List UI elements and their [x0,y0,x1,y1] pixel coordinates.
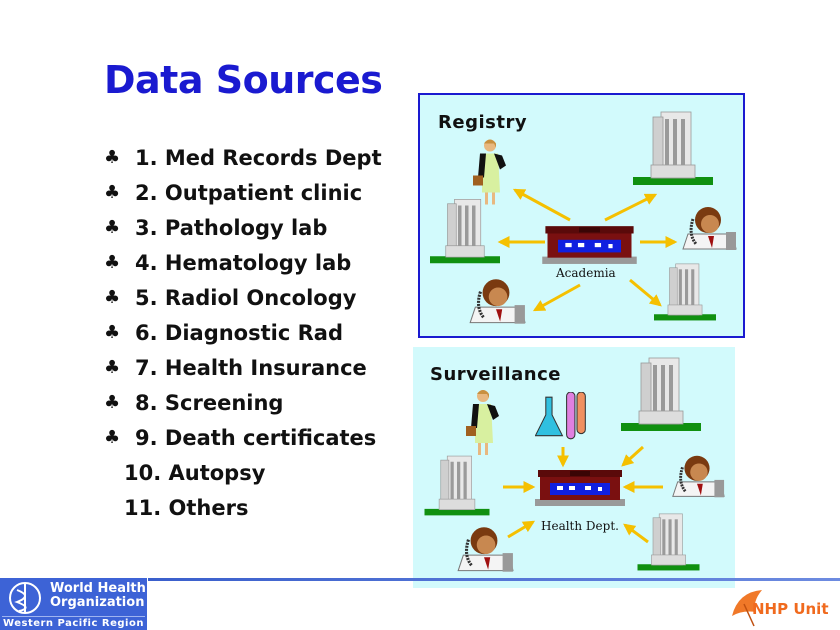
surveillance-arrows [503,445,663,544]
surveillance-diagram: Surveillance Health Dept. [413,347,735,588]
hospital-building-icon [621,357,701,432]
nhp-unit-label: NHP Unit [752,600,829,618]
health-dept-label: Health Dept. [541,519,619,533]
club-bullet-icon: ♣ [104,322,121,343]
person-on-phone-icon [456,525,515,574]
list-item: ♣ 3. Pathology lab [104,210,382,245]
list-item-label: 8. Screening [135,390,284,415]
registry-title: Registry [438,112,528,133]
list-item: ♣ 9. Death certificates [104,420,382,455]
test-tubes-icon [535,392,586,440]
list-item-label: 4. Hematology lab [135,250,352,275]
slide-title: Data Sources [104,58,383,102]
registry-artwork [429,111,738,326]
club-bullet-icon: ♣ [104,427,121,448]
who-region: Western Pacific Region [2,616,145,629]
who-emblem-icon [9,582,41,614]
club-bullet-icon: ♣ [104,287,121,308]
academia-label: Academia [556,266,616,280]
woman-icon [466,390,499,455]
who-line2: Organization [50,595,145,610]
club-bullet-icon: ♣ [104,182,121,203]
list-item: ♣ 5. Radiol Oncology [104,280,382,315]
list-item-label: 1. Med Records Dept [135,145,382,170]
list-item-label: 5. Radiol Oncology [135,285,357,310]
club-bullet-icon: ♣ [104,392,121,413]
data-sources-list: ♣ 1. Med Records Dept ♣ 2. Outpatient clin… [104,140,382,525]
list-item-label: 6. Diagnostic Rad [135,320,343,345]
surveillance-title: Surveillance [430,364,561,385]
list-item: ♣ 6. Diagnostic Rad [104,315,382,350]
list-item-label: 7. Health Insurance [135,355,367,380]
person-on-phone-icon [681,205,738,252]
club-bullet-icon: ♣ [104,147,121,168]
list-item: 10. Autopsy [104,455,382,490]
umbrella-icon [732,590,762,627]
list-item: 11. Others [104,490,382,525]
list-item-label: 11. Others [124,495,249,520]
registry-arrows [497,188,678,312]
hospital-building-icon [424,455,490,516]
list-item-label: 2. Outpatient clinic [135,180,363,205]
health-dept-building-icon [535,470,625,506]
club-bullet-icon: ♣ [104,252,121,273]
person-on-phone-icon [468,277,527,326]
hospital-building-icon [653,263,717,321]
footer-divider [148,578,840,581]
list-item: ♣ 8. Screening [104,385,382,420]
list-item: ♣ 4. Hematology lab [104,245,382,280]
person-on-phone-icon [671,454,726,499]
list-item: ♣ 7. Health Insurance [104,350,382,385]
woman-icon [473,139,506,205]
list-item: ♣ 1. Med Records Dept [104,140,382,175]
hospital-building-icon [633,111,713,186]
list-item-label: 3. Pathology lab [135,215,328,240]
registry-diagram: Registry Academia [418,93,745,338]
list-item: ♣ 2. Outpatient clinic [104,175,382,210]
list-item-label: 9. Death certificates [135,425,377,450]
list-item-label: 10. Autopsy [124,460,266,485]
club-bullet-icon: ♣ [104,217,121,238]
surveillance-artwork [424,357,726,574]
academia-building-icon [542,226,637,264]
who-line1: World Health [50,581,146,596]
hospital-building-icon [429,198,501,264]
club-bullet-icon: ♣ [104,357,121,378]
